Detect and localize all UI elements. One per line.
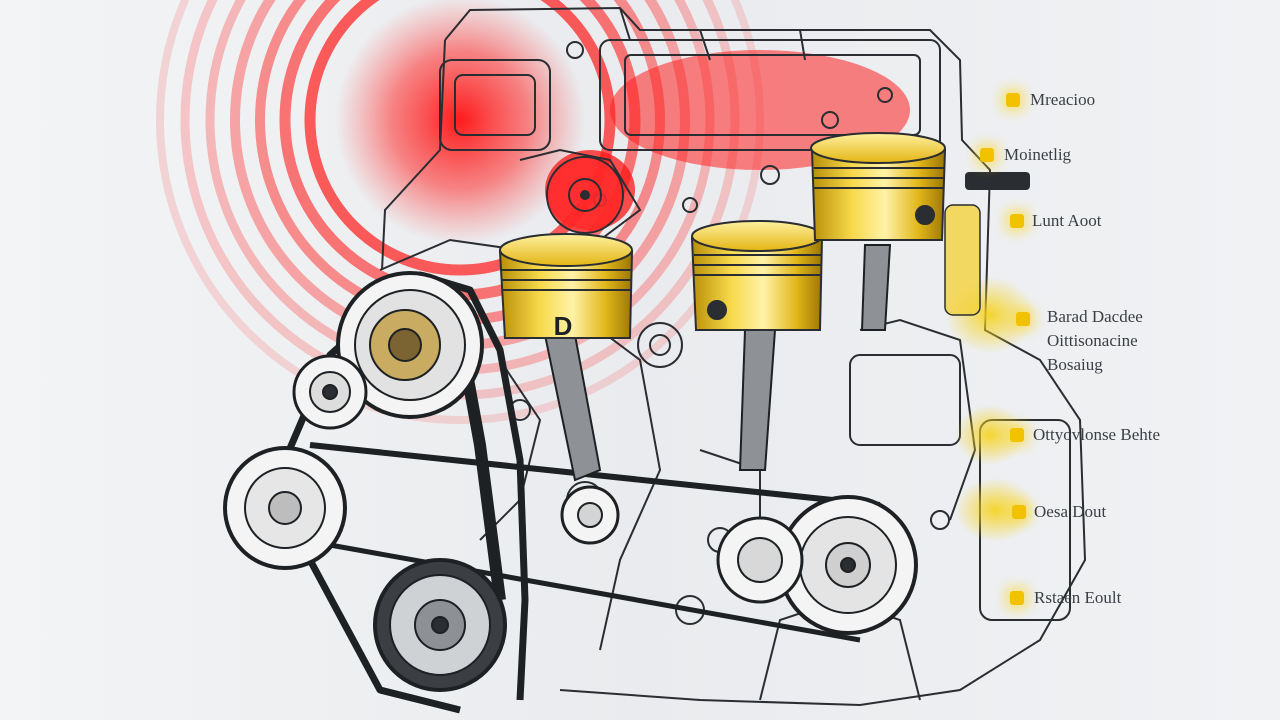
callout-marker <box>1010 428 1024 442</box>
callout-marker <box>1010 591 1024 605</box>
pulley <box>223 271 918 692</box>
callout-marker <box>1012 505 1026 519</box>
highlight-glows <box>944 172 1035 542</box>
piston-middle <box>690 220 824 331</box>
callout-label: Ottyovlonse Behte <box>1033 425 1161 444</box>
heated-pulley <box>546 156 624 234</box>
callout-marker <box>980 148 994 162</box>
callout-marker <box>1010 214 1024 228</box>
callout-marker <box>1016 312 1030 326</box>
callout-label: Oesa Dout <box>1034 502 1107 521</box>
callout-label: Mreacioo <box>1030 90 1096 109</box>
callout-marker <box>1006 93 1020 107</box>
callout-label: Rstaen Eoult <box>1034 588 1122 607</box>
piston-letter: D <box>554 311 573 341</box>
piston-left: D <box>498 233 634 341</box>
callout-label: Barad Dacdee Oittisonacine Bosaiug <box>1047 307 1143 374</box>
piston: D <box>498 132 947 341</box>
piston-right <box>810 132 947 241</box>
callout-label: Moinetlig <box>1004 145 1072 164</box>
callout-label: Lunt Aoot <box>1032 211 1102 230</box>
heat-waves <box>156 0 910 424</box>
